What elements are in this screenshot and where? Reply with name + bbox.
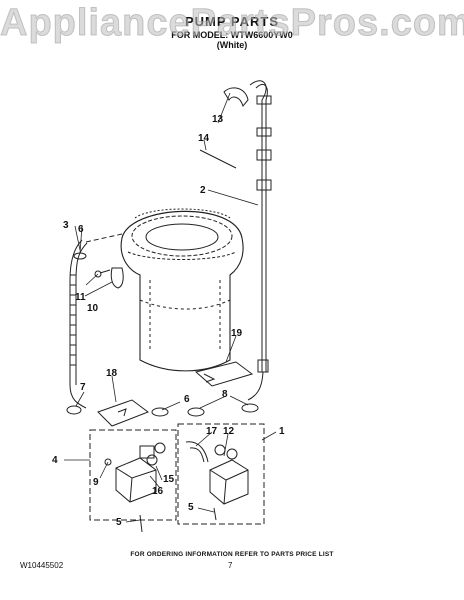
callout-1: 1 [279,426,285,437]
callout-5-left: 5 [116,517,122,528]
hose-clamp [241,403,259,413]
callout-10: 10 [87,303,99,314]
pump-assembly-left-box [89,429,177,521]
callout-11: 11 [75,292,86,303]
pump-screw [213,507,217,521]
callout-9: 9 [93,477,99,488]
callout-3: 3 [63,220,69,231]
outer-tub [120,208,244,372]
pump-bracket [110,267,124,289]
callout-2: 2 [200,185,206,196]
ordering-note: FOR ORDERING INFORMATION REFER TO PARTS … [130,551,334,558]
hose-clamp [66,405,82,415]
document-number: W10445502 [20,561,64,570]
callout-16: 16 [152,486,164,497]
screw [94,269,111,278]
callout-12: 12 [223,426,235,437]
callout-18: 18 [106,368,118,379]
diagram-header: PUMP PARTS FOR MODEL: WTW6600YW0 (White) [0,14,464,50]
callout-17: 17 [206,426,218,437]
callout-8: 8 [222,389,228,400]
callout-15: 15 [163,474,175,485]
page-title: PUMP PARTS [184,14,280,29]
callout-6-upper: 6 [78,224,84,235]
drain-pump-left [104,442,166,503]
hose-clamp [151,407,169,417]
model-line: FOR MODEL: WTW6600YW0 [171,30,293,40]
callout-4: 4 [52,455,58,466]
callout-19: 19 [231,328,243,339]
pump-screw [139,514,143,533]
callout-5-right: 5 [188,502,194,513]
pump-hose [69,233,123,409]
hose-clamp [187,407,205,417]
pump-pad [97,399,150,427]
pump-assembly-right-box [177,423,265,525]
callout-14: 14 [198,133,210,144]
drain-hose [247,80,272,401]
page-number: 7 [228,561,233,570]
callout-13: 13 [212,114,224,125]
callout-6-lower: 6 [184,394,190,405]
callout-7: 7 [80,382,86,393]
insulation-panel [194,361,254,387]
color-line: (White) [216,40,248,50]
tie-strap [199,149,237,169]
drain-pump-right [185,441,249,505]
hose-clip [223,87,249,108]
